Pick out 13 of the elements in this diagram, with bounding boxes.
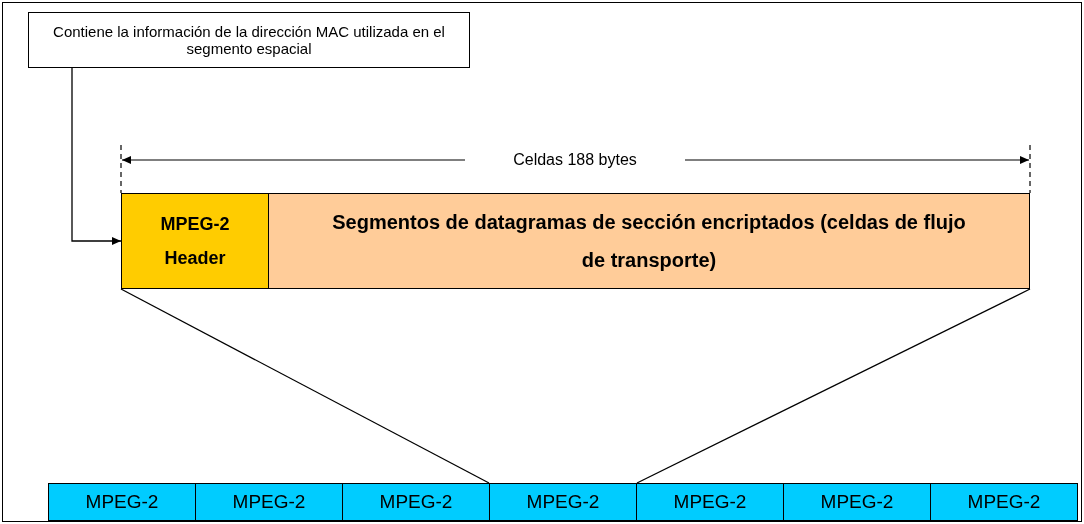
cell-box: MPEG-2 <box>636 483 784 521</box>
cell-box: MPEG-2 <box>489 483 637 521</box>
cell-box: MPEG-2 <box>783 483 931 521</box>
connector-line <box>120 288 490 484</box>
cell-box: MPEG-2 <box>195 483 343 521</box>
cell-box: MPEG-2 <box>342 483 490 521</box>
note-box: Contiene la información de la dirección MAC utilizada en el segmento espacial <box>28 12 470 68</box>
payload-box: Segmentos de datagramas de sección encriptados (celdas de flujo de transporte) <box>268 193 1030 289</box>
arrow <box>71 67 122 245</box>
cell-box: MPEG-2 <box>930 483 1078 521</box>
connector-line <box>636 288 1031 484</box>
cell-box: MPEG-2 <box>48 483 196 521</box>
header-box: MPEG-2 Header <box>121 193 269 289</box>
